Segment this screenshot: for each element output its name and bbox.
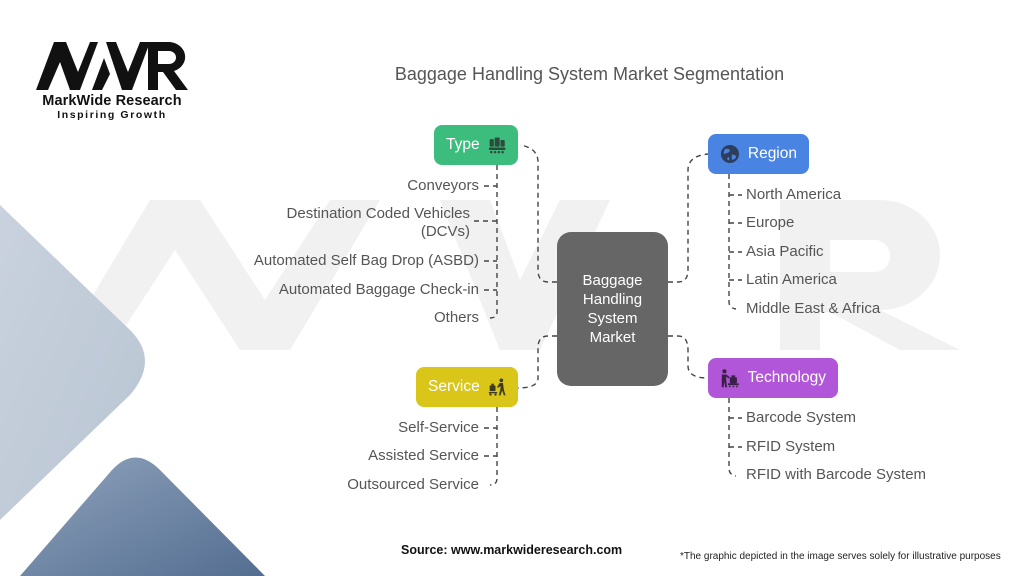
connector-center-service: [517, 335, 557, 389]
mwr-logo-mark-icon: [36, 42, 188, 90]
region-trunk: [728, 174, 737, 310]
region-item: Middle East & Africa: [746, 300, 881, 317]
decor-shape-light: [0, 205, 145, 520]
brand-name: MarkWide Research: [42, 93, 182, 109]
technology-trunk: [728, 398, 737, 477]
center-line: Market: [589, 329, 636, 346]
diagram-title: Baggage Handling System Market Segmentat…: [394, 64, 785, 84]
porter-luggage-cart-icon: [488, 378, 506, 396]
type-item-line: Destination Coded Vehicles: [286, 205, 470, 222]
connector-center-technology: [668, 335, 709, 379]
segment-technology: Technology: [708, 358, 838, 398]
segment-type: Type: [434, 125, 518, 165]
conveyor-luggage-icon: [488, 137, 506, 154]
person-scanning-baggage-icon: [721, 369, 739, 388]
center-line: Baggage: [582, 272, 643, 289]
segment-region-label: Region: [747, 145, 797, 162]
connector-center-region: [668, 153, 709, 283]
region-item: Latin America: [746, 271, 837, 288]
connector-center-type: [519, 144, 557, 283]
globe-icon: [720, 144, 739, 164]
region-item: Asia Pacific: [746, 243, 824, 260]
region-item: Europe: [746, 214, 795, 231]
segment-technology-label: Technology: [747, 369, 826, 386]
service-item: Assisted Service: [368, 447, 479, 464]
segment-service-label: Service: [428, 378, 480, 395]
technology-item: Barcode System: [746, 409, 857, 426]
center-node-market: Baggage Handling System Market: [557, 232, 668, 386]
technology-item: RFID with Barcode System: [746, 466, 927, 483]
center-line: System: [587, 310, 638, 327]
brand-tagline: Inspiring Growth: [57, 109, 167, 121]
type-item: Others: [433, 309, 479, 326]
type-item-line: (DCVs): [420, 223, 470, 240]
segment-service: Service: [416, 367, 518, 407]
technology-item: RFID System: [746, 438, 836, 455]
type-item: Automated Self Bag Drop (ASBD): [253, 252, 479, 269]
type-trunk: [489, 165, 498, 319]
type-item: Conveyors: [407, 177, 479, 194]
service-item: Outsourced Service: [347, 476, 479, 493]
type-item: Automated Baggage Check-in: [278, 281, 479, 298]
type-item: Destination Coded Vehicles (DCVs): [287, 205, 470, 241]
region-item: North America: [746, 186, 842, 203]
center-line: Handling: [582, 291, 643, 308]
segment-type-label: Type: [446, 136, 480, 153]
service-trunk: [489, 407, 498, 486]
service-item: Self-Service: [398, 419, 479, 436]
source-credit: Source: www.markwideresearch.com: [401, 543, 623, 557]
decor-shape-dark: [20, 457, 265, 576]
segment-region: Region: [708, 134, 809, 174]
disclaimer-note: *The graphic depicted in the image serve…: [680, 551, 1001, 562]
